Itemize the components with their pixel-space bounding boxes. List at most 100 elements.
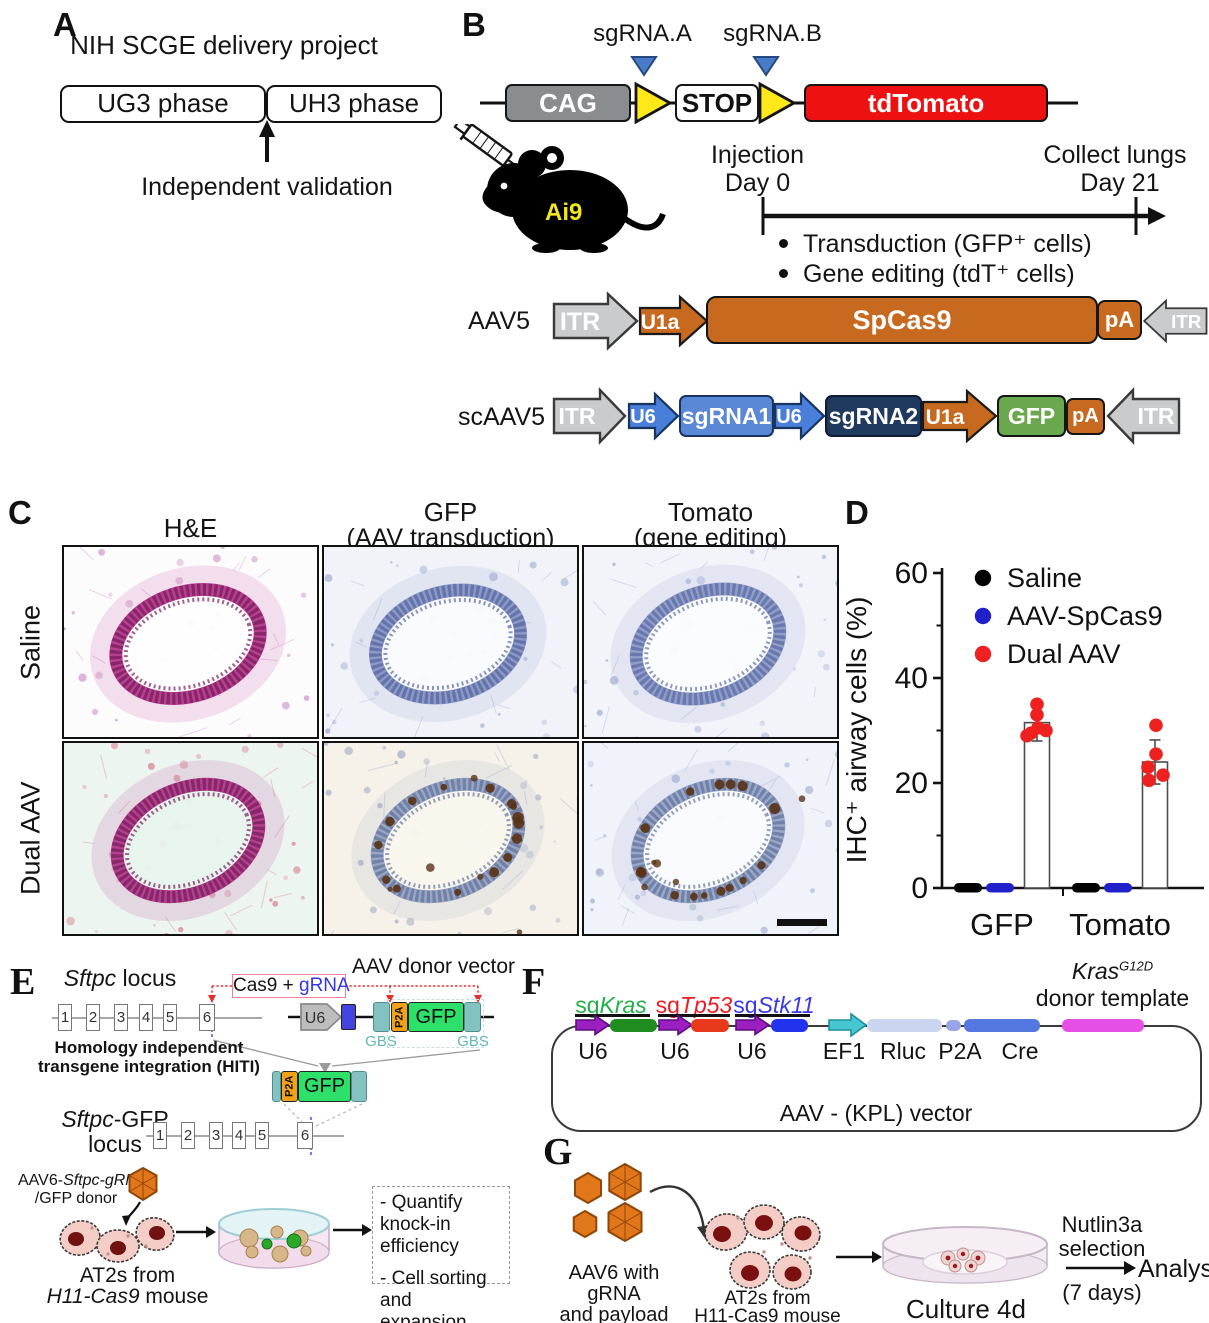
histology-dual-tomato bbox=[582, 741, 839, 936]
gbs-site-box bbox=[373, 1002, 390, 1032]
u6-pentagon-icon: U6 bbox=[300, 1003, 342, 1031]
aav6-payload-line2: gRNA bbox=[587, 1283, 641, 1305]
sgrna-b-triangle-icon bbox=[752, 56, 780, 77]
at2-g-label-line2: H11-Cas9 mouse bbox=[694, 1306, 841, 1323]
analysis-label: Analysis bbox=[1138, 1255, 1209, 1283]
kras-g12d-label: KrasG12D bbox=[1071, 958, 1154, 984]
histology-dual-gfp bbox=[322, 741, 579, 936]
ug3-phase-box: UG3 phase bbox=[60, 85, 266, 123]
panel-g-label: G bbox=[543, 1131, 573, 1173]
u6-arrow-icon bbox=[575, 1014, 611, 1036]
aav6-payload-line1: AAV6 with bbox=[568, 1262, 660, 1284]
u6-label: U6 bbox=[578, 1038, 608, 1064]
exon-box: 4 bbox=[139, 1004, 153, 1031]
hiti-label-line2: transgene integration (HITI) bbox=[38, 1057, 260, 1076]
svg-text:IHC⁺ airway cells (%): IHC⁺ airway cells (%) bbox=[841, 597, 872, 864]
sgrna-a-triangle-icon bbox=[630, 56, 658, 77]
culture-dish-g-icon bbox=[882, 1226, 1048, 1284]
svg-text:AAV-SpCas9: AAV-SpCas9 bbox=[1007, 601, 1163, 631]
cre-box bbox=[964, 1019, 1040, 1032]
underline bbox=[575, 1014, 650, 1017]
sgtp53-cassette-box bbox=[691, 1019, 729, 1032]
row-label-dual-aav: Dual AAV bbox=[15, 781, 46, 896]
gbs-label: GBS bbox=[365, 1033, 397, 1050]
day0-label: Day 0 bbox=[724, 169, 791, 197]
histology-saline-he bbox=[62, 545, 319, 739]
col-header-he: H&E bbox=[163, 513, 218, 543]
histology-saline-gfp bbox=[322, 545, 579, 739]
exon-box: 6 bbox=[199, 1004, 215, 1031]
panel-d-label: D bbox=[845, 494, 869, 531]
loxp-triangle-icon bbox=[634, 81, 673, 125]
svg-text:ITR: ITR bbox=[558, 403, 595, 429]
panel-f-label: F bbox=[522, 961, 546, 1003]
svg-text:20: 20 bbox=[895, 767, 928, 800]
day21-label: Day 21 bbox=[1080, 169, 1160, 197]
u1a-promoter-arrow-icon: U1a bbox=[638, 294, 709, 348]
polya-box: pA bbox=[1097, 300, 1142, 340]
svg-text:GFP: GFP bbox=[970, 907, 1034, 942]
aav-kpl-vector-label: AAV - (KPL) vector bbox=[779, 1100, 973, 1126]
cag-promoter-box: CAG bbox=[505, 84, 631, 122]
itr-arrow-right-icon: ITR bbox=[552, 291, 639, 351]
svg-text:U1a: U1a bbox=[641, 311, 680, 334]
sgrna1-box: sgRNA1 bbox=[679, 395, 774, 437]
histology-saline-tomato bbox=[582, 545, 839, 739]
at2-g-label-line1: AT2s from bbox=[724, 1288, 811, 1309]
rluc-box bbox=[867, 1019, 942, 1032]
at2-label-line2: H11-Cas9 mouse bbox=[46, 1285, 209, 1308]
independent-validation-label: Independent validation bbox=[141, 173, 393, 201]
underline bbox=[658, 1014, 730, 1017]
bullet-dot bbox=[779, 269, 788, 278]
svg-text:Saline: Saline bbox=[1007, 563, 1082, 593]
sgtp53-label: sgTp53 bbox=[655, 992, 733, 1018]
gfp-box: GFP bbox=[997, 395, 1066, 437]
rluc-label: Rluc bbox=[879, 1038, 926, 1064]
underline bbox=[735, 1014, 810, 1017]
aav5-name: AAV5 bbox=[468, 307, 531, 335]
svg-text:U1a: U1a bbox=[926, 406, 965, 429]
aav6-payload-line3: and payload bbox=[559, 1304, 669, 1323]
row-label-saline: Saline bbox=[15, 604, 46, 680]
svg-text:ITR: ITR bbox=[560, 308, 600, 336]
at2-label-line1: AT2s from bbox=[79, 1264, 176, 1287]
u6-arrow-icon bbox=[735, 1014, 771, 1036]
col-header-tomato: Tomato bbox=[667, 497, 754, 527]
spcas9-box: SpCas9 bbox=[706, 296, 1098, 344]
outcome-box: - Quantify knock-in efficiency - Cell so… bbox=[372, 1186, 510, 1323]
cre-label: Cre bbox=[1001, 1038, 1039, 1064]
sftpc-gfp-locus-title: Sftpc-GFP bbox=[61, 1106, 169, 1132]
loxp-triangle-icon bbox=[758, 81, 797, 125]
injection-label: Injection bbox=[710, 141, 805, 169]
aav6-donor-label-line1: AAV6-Sftpc-gRNA bbox=[18, 1172, 148, 1189]
gbs-site-box bbox=[351, 1071, 367, 1102]
u6-arrow-icon bbox=[658, 1014, 694, 1036]
gbs-sliver-box bbox=[272, 1071, 281, 1102]
aav-capsids-icon bbox=[572, 1162, 643, 1243]
exon-box: 2 bbox=[181, 1122, 195, 1149]
itr-arrow-left-icon: ITR bbox=[1142, 298, 1208, 344]
outcome-line1: - Quantify knock-in bbox=[380, 1192, 463, 1235]
exon-box: 5 bbox=[163, 1004, 177, 1031]
collect-lungs-label: Collect lungs bbox=[1043, 141, 1187, 169]
culture-4d-label: Culture 4d bbox=[906, 1294, 1026, 1323]
bullet-dot bbox=[779, 239, 788, 248]
u1a-promoter-arrow-icon: U1a bbox=[921, 388, 998, 444]
sgrna-a-label: sgRNA.A bbox=[593, 20, 692, 47]
u6-label: U6 bbox=[660, 1038, 690, 1064]
tdtomato-box: tdTomato bbox=[804, 84, 1048, 122]
svg-text:0: 0 bbox=[911, 872, 928, 905]
grna-scaffold-box bbox=[341, 1004, 356, 1030]
hiti-label-line1: Homology independent bbox=[54, 1038, 244, 1057]
scaav5-name: scAAV5 bbox=[458, 403, 546, 431]
nutlin3a-label-line2: selection bbox=[1058, 1236, 1146, 1261]
exon-box: 1 bbox=[153, 1122, 167, 1149]
sgrna2-box: sgRNA2 bbox=[825, 395, 922, 437]
svg-text:U6: U6 bbox=[305, 1010, 326, 1027]
p2a-label: P2A bbox=[938, 1038, 982, 1064]
gene-editing-bullet: Gene editing (tdT⁺ cells) bbox=[803, 260, 1075, 288]
exon-box: 5 bbox=[255, 1122, 269, 1149]
outcome-line4: expansion bbox=[380, 1312, 467, 1323]
u6-promoter-arrow-icon: U6 bbox=[627, 391, 680, 441]
cas9-grna-box: Cas9 + gRNA bbox=[232, 974, 350, 998]
